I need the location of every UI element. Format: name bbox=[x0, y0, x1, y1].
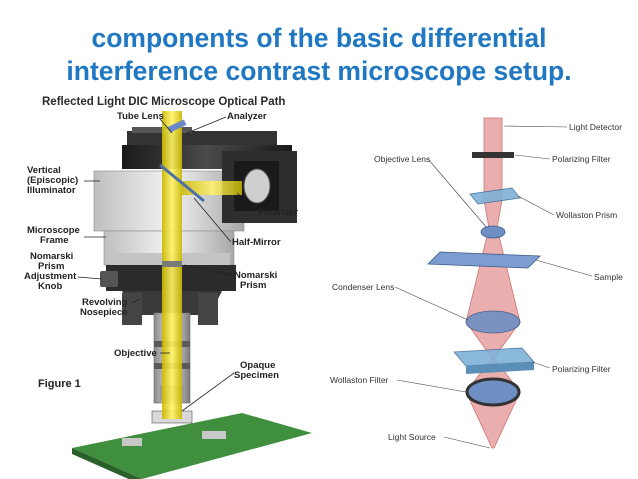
title-line-2: interference contrast microscope setup. bbox=[66, 56, 572, 86]
slide-title: components of the basic differential int… bbox=[0, 22, 638, 88]
label-objective: Objective bbox=[114, 348, 157, 359]
dic-optical-path-diagram: Light Detector Polarizing Filter Objecti… bbox=[330, 117, 623, 449]
label-specimen-2: Specimen bbox=[234, 370, 279, 381]
label-objective-lens: Objective Lens bbox=[374, 154, 430, 164]
label-polarizing-filter-top: Polarizing Filter bbox=[552, 154, 611, 164]
opaque-specimen-board bbox=[72, 410, 312, 479]
label-vertical-1: Vertical bbox=[27, 165, 61, 176]
label-nomarski-1: Nomarski bbox=[234, 270, 277, 281]
label-adjust-4: Knob bbox=[38, 281, 62, 292]
label-vertical-2: (Episcopic) bbox=[27, 175, 78, 186]
label-adjust-1: Nomarski bbox=[30, 251, 73, 262]
label-light-detector: Light Detector bbox=[569, 122, 622, 132]
label-specimen-1: Opaque bbox=[240, 360, 275, 371]
sample-slide bbox=[427, 251, 541, 269]
light-beam bbox=[159, 111, 242, 419]
label-nosepiece-1: Revolving bbox=[82, 297, 128, 308]
objective-lens bbox=[480, 225, 506, 239]
condenser-lens bbox=[465, 310, 521, 334]
label-wollaston-prism: Wollaston Prism bbox=[556, 210, 617, 220]
polarizing-filter-top bbox=[472, 152, 514, 158]
label-polarizer: Polarizer bbox=[258, 207, 298, 218]
left-figure-heading: Reflected Light DIC Microscope Optical P… bbox=[42, 96, 285, 108]
polarizing-filter-bottom bbox=[465, 377, 521, 407]
label-adjust-2: Prism bbox=[38, 261, 64, 272]
label-nomarski-2: Prism bbox=[240, 280, 266, 291]
label-light-source: Light Source bbox=[388, 432, 436, 442]
label-condenser-lens: Condenser Lens bbox=[332, 282, 394, 292]
right-figure-labels: Light Detector Polarizing Filter Objecti… bbox=[330, 122, 623, 449]
figure-label: Figure 1 bbox=[38, 378, 81, 390]
wollaston-prism-top bbox=[469, 187, 521, 205]
label-vertical-3: Illuminator bbox=[27, 185, 76, 196]
label-tube-lens: Tube Lens bbox=[117, 111, 164, 122]
label-wollaston-filter: Wollaston Filter bbox=[330, 375, 389, 385]
title-line-1: components of the basic differential bbox=[91, 23, 547, 53]
label-frame-2: Frame bbox=[40, 235, 69, 246]
label-sample: Sample bbox=[594, 272, 623, 282]
left-figure-labels: Tube Lens Analyzer Vertical (Episcopic) … bbox=[24, 111, 298, 412]
label-analyzer: Analyzer bbox=[227, 111, 267, 122]
label-frame-1: Microscope bbox=[27, 225, 80, 236]
label-polarizing-filter-bottom: Polarizing Filter bbox=[552, 364, 611, 374]
reflected-dic-microscope-figure: Reflected Light DIC Microscope Optical P… bbox=[24, 96, 312, 479]
wollaston-prism-bottom bbox=[453, 347, 535, 374]
label-half-mirror: Half-Mirror bbox=[232, 237, 281, 248]
label-nosepiece-2: Nosepiece bbox=[80, 307, 128, 318]
label-adjust-3: Adjustment bbox=[24, 271, 77, 282]
